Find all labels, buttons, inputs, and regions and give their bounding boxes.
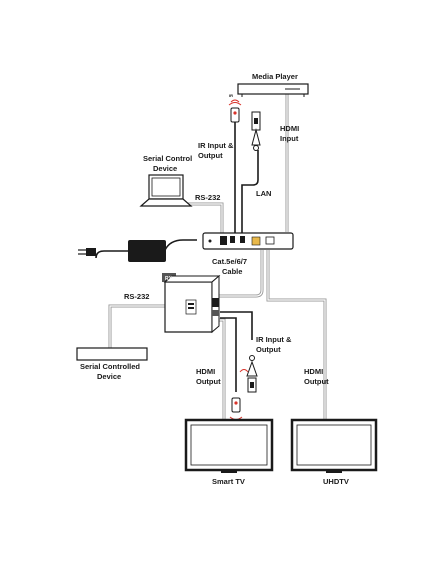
cat-cable-label: Cat.5e/6/7 — [212, 257, 247, 266]
uhdtv-label: UHDTV — [323, 477, 349, 486]
ir-extender-icon — [239, 355, 258, 393]
hdmi-input-label-2: Input — [280, 134, 299, 143]
tv-icon — [184, 418, 274, 473]
media-player-icon — [237, 83, 309, 97]
serial-controlled-device-label-2: Device — [97, 372, 121, 381]
power-cable — [164, 239, 197, 251]
ir-remote-top-tag: IR — [229, 93, 233, 98]
ir-remote-icon — [228, 99, 242, 123]
hdmi-input-label: HDMI — [280, 124, 299, 133]
serial-controlled-device-box — [76, 347, 148, 361]
hdmi-output-right-label-2: Output — [304, 377, 329, 386]
tx-unit — [202, 232, 294, 250]
power-adapter-icon — [78, 240, 166, 262]
ir-io-top-label: IR Input & — [198, 141, 234, 150]
hdmi-output-left-label-2: Output — [196, 377, 221, 386]
cat-cable-label-2: Cable — [222, 267, 242, 276]
ir-remote-icon — [229, 397, 243, 423]
rs232-laptop-cable — [182, 202, 224, 236]
lan-label: LAN — [256, 189, 271, 198]
ir-io-bottom-label: IR Input & — [256, 335, 292, 344]
ir-cable-bottom-left — [220, 317, 237, 392]
laptop-icon — [139, 174, 193, 207]
uhdtv-hdmi-cable — [266, 250, 327, 420]
catx-cable — [214, 250, 264, 298]
serial-control-device-label-2: Device — [153, 164, 177, 173]
ir-cable-top-right — [241, 150, 259, 236]
serial-controlled-device-label: Serial Controlled — [80, 362, 140, 371]
hdmi-output-left-label: HDMI — [196, 367, 215, 376]
media-player-label: Media Player — [252, 72, 298, 81]
ir-extender-icon — [251, 111, 261, 151]
tv-icon — [290, 418, 378, 473]
rx-unit — [162, 273, 221, 334]
ir-io-bottom-label-2: Output — [256, 345, 281, 354]
ir-cable-bottom-right — [220, 311, 253, 340]
ir-io-top-label-2: Output — [198, 151, 223, 160]
rs232-top-label: RS-232 — [195, 193, 220, 202]
rs232-left-label: RS-232 — [124, 292, 149, 301]
serial-control-device-label: Serial Control — [143, 154, 192, 163]
rx-badge: RX — [165, 276, 173, 282]
smart-tv-label: Smart TV — [212, 477, 245, 486]
hdmi-output-right-label: HDMI — [304, 367, 323, 376]
rs232-rx-cable — [108, 304, 165, 348]
